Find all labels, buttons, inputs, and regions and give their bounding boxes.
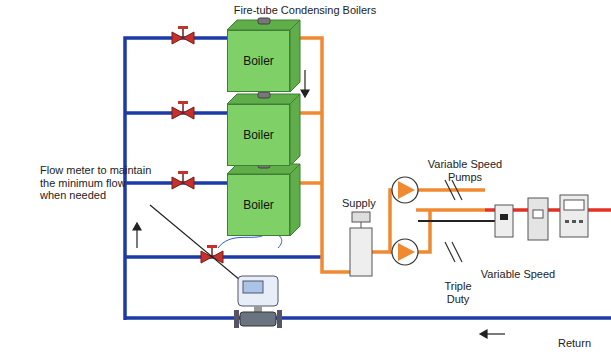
text-label-box: Flow meter to maintain the minimum flow … [40, 164, 152, 202]
boiler-label: Boiler [243, 128, 274, 142]
text-label: Flow meter to maintain the minimum flow … [40, 164, 152, 202]
boiler-box: Boiler [227, 30, 290, 92]
boiler-box: Boiler [227, 104, 290, 166]
text-label-box: Supply [342, 197, 382, 210]
boiler-label: Boiler [243, 198, 274, 212]
text-label-box: Triple Duty [436, 280, 480, 305]
text-label: Variable Speed Pumps [420, 158, 510, 183]
text-label-box: Variable Speed [478, 268, 558, 281]
text-label: Return [558, 337, 606, 350]
text-label: Fire-tube Condensing Boilers [230, 4, 380, 17]
text-label: Variable Speed [478, 268, 558, 281]
text-label-box: Fire-tube Condensing Boilers [230, 4, 380, 17]
text-label-box: Return [558, 337, 606, 350]
text-label: Triple Duty [436, 280, 480, 305]
text-label-box: Variable Speed Pumps [420, 158, 510, 183]
text-label: Supply [342, 197, 382, 210]
boiler-box: Boiler [227, 174, 290, 236]
boiler-label: Boiler [243, 54, 274, 68]
